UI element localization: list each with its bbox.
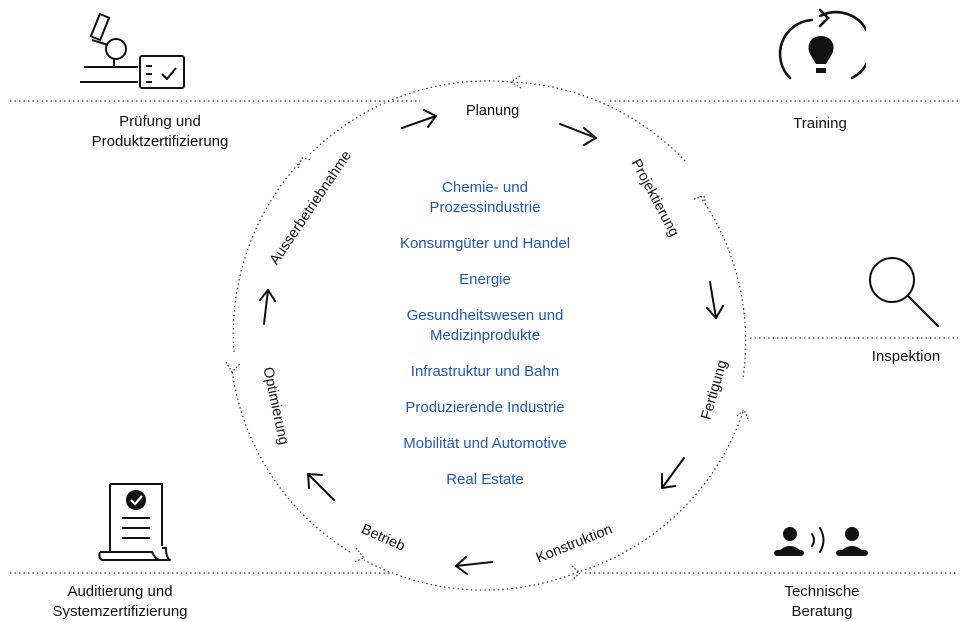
arrow-6 [307,473,335,501]
industry-infrastruktur: Infrastruktur und Bahn [410,363,560,380]
industry-list: Chemie- und Prozessindustrie Konsumgüter… [360,178,610,506]
service-pruefung-line1: Prüfung und [119,113,201,130]
arc-optimierung-ausserbetrieb [232,159,303,353]
phase-planung: Planung [466,103,520,119]
service-beratung-line1: Technische [784,583,860,600]
service-pruefung-line2: Produktzertifizierung [91,133,229,150]
service-beratung: Technische Beratung [762,582,882,622]
industry-energie: Energie [459,271,511,288]
arrow-7 [263,289,269,325]
phase-arrows [259,109,724,575]
arrow-1 [401,115,437,129]
service-auditierung-line1: Auditierung und [67,583,173,600]
arc-chevrons [225,75,749,581]
microscope-checklist-icon [78,12,190,97]
refresh-lightbulb-icon [776,8,873,93]
industry-chemie-line2: Prozessindustrie [429,199,541,216]
service-training: Training [793,115,847,132]
arrow-3 [709,281,717,319]
industry-konsumgueter: Konsumgüter und Handel [399,235,571,252]
arc-betrieb-optimierung [231,369,351,553]
arc-planung-projektierung [511,81,687,163]
industry-chemie-line1: Chemie- und [442,179,528,196]
industry-mobilitaet: Mobilität und Automotive [403,435,567,452]
arc-konstruktion-betrieb [363,559,579,591]
certificate-document-icon [96,482,176,569]
industry-gesundheitswesen-line2: Medizinprodukte [429,327,541,344]
magnifier-icon [866,254,946,335]
cycle-circle [231,80,747,591]
arc-projektierung-fertigung [699,195,747,379]
industry-chemie: Chemie- und Prozessindustrie [360,178,610,218]
service-beratung-line2: Beratung [791,603,853,620]
service-pruefung: Prüfung und Produktzertifizierung [60,112,260,152]
arc-ausserbetrieb-planung [309,80,513,155]
service-inspektion: Inspektion [871,348,941,365]
service-auditierung: Auditierung und Systemzertifizierung [20,582,220,622]
industry-gesundheitswesen: Gesundheitswesen und Medizinprodukte [360,306,610,346]
people-talking-icon [772,524,872,569]
arrow-4 [661,457,685,489]
arrow-5 [455,561,493,567]
arrow-2 [559,123,597,139]
arc-fertigung-konstruktion [577,411,744,573]
service-auditierung-line2: Systemzertifizierung [52,603,188,620]
separator-lines [10,100,958,574]
industry-produzierende: Produzierende Industrie [405,399,565,416]
industry-gesundheitswesen-line1: Gesundheitswesen und [406,307,564,324]
industry-real-estate: Real Estate [446,471,524,488]
